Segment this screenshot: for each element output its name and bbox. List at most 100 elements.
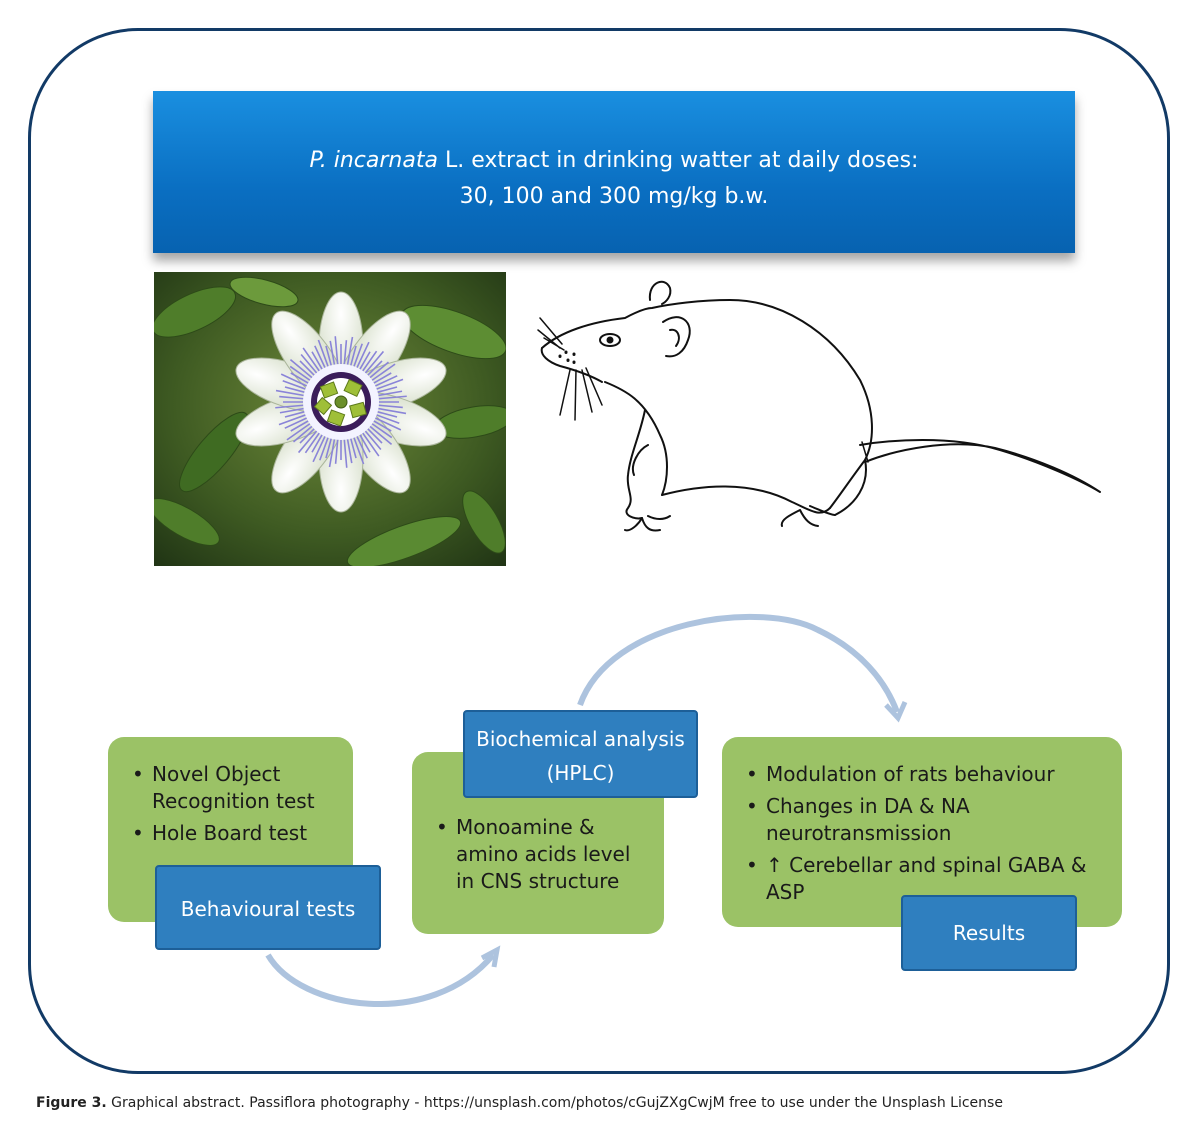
- rat-belly: [661, 485, 831, 514]
- corona-filament: [286, 421, 312, 441]
- list-item: Changes in DA & NA neurotransmission: [744, 793, 1089, 847]
- corona-filament: [279, 395, 306, 400]
- passionflower-photo: [154, 272, 506, 566]
- caption-label: Figure 3.: [36, 1095, 107, 1111]
- corona-filament: [329, 340, 336, 367]
- corona-filament: [374, 413, 400, 424]
- corona-filament: [373, 416, 402, 431]
- corona-filament: [371, 419, 392, 432]
- species-name: P. incarnata: [309, 148, 438, 173]
- corona-filament: [284, 416, 309, 429]
- corona-filament: [300, 353, 319, 375]
- corona-filament: [282, 380, 308, 391]
- corona-filament: [304, 431, 322, 454]
- corona-filament: [299, 426, 317, 444]
- corona-filament: [355, 341, 370, 370]
- rounded-frame: [28, 28, 1170, 1074]
- corona-filament: [365, 360, 383, 378]
- corona-filament: [290, 419, 311, 432]
- corona-filament: [376, 395, 407, 400]
- corona-filament: [275, 404, 306, 409]
- corona-filament: [334, 437, 339, 464]
- corona-filament: [376, 390, 403, 397]
- list-item: Modulation of rats behaviour: [744, 761, 1089, 788]
- results-list: Modulation of rats behaviour Changes in …: [744, 761, 1089, 911]
- corona-filament: [374, 378, 404, 391]
- corona-filament: [360, 431, 380, 457]
- corona-filament: [317, 339, 330, 369]
- corona-filament: [358, 432, 371, 453]
- corona-filament: [279, 407, 306, 414]
- rat-cheek-dots: [558, 350, 576, 364]
- corona-filament: [311, 351, 324, 372]
- corona-filaments: [275, 336, 407, 468]
- rat-front-leg: [625, 409, 646, 520]
- corona-filament: [311, 432, 324, 453]
- corona-filament: [346, 336, 354, 367]
- corona-filament: [360, 350, 378, 373]
- corona-filament: [328, 437, 336, 468]
- corona-filament: [352, 343, 363, 369]
- corona-filament: [319, 435, 330, 461]
- rat-whiskers: [537, 317, 603, 421]
- corona-filament: [312, 434, 327, 463]
- corona-filament: [375, 386, 398, 394]
- stamens: [313, 378, 367, 427]
- banner-line-2: 30, 100 and 300 mg/kg b.w.: [459, 184, 769, 209]
- behavioural-tests-label: Behavioural tests: [155, 865, 381, 950]
- corona-filament: [284, 410, 307, 418]
- corona-filament: [343, 437, 348, 468]
- corona-filament: [290, 372, 311, 385]
- corona-filament: [376, 407, 407, 415]
- corona-filament: [370, 363, 396, 383]
- rat-body-outline: [541, 299, 873, 461]
- corona-filament: [289, 365, 312, 383]
- biochemical-label-line-2: (HPLC): [546, 761, 615, 785]
- corona-filament: [363, 429, 382, 451]
- results-label: Results: [901, 895, 1077, 971]
- rat-inner-arm: [632, 444, 649, 476]
- rat-hind-leg: [829, 459, 867, 516]
- corona-filament: [346, 437, 353, 464]
- figure-caption: Figure 3. Graphical abstract. Passiflora…: [36, 1095, 1003, 1111]
- rat-ear-back: [648, 280, 672, 305]
- corona-filament: [343, 340, 348, 367]
- corona-filament: [297, 429, 319, 454]
- rat-chest-arm: [604, 381, 668, 496]
- corona-filament: [368, 361, 390, 380]
- corona-filament: [325, 436, 333, 459]
- corona-filament: [289, 358, 314, 380]
- corona-filament: [299, 360, 317, 378]
- corona-filament: [355, 434, 368, 459]
- list-item: Hole Board test: [130, 820, 345, 847]
- rat-illustration: [537, 280, 1101, 532]
- corona-filament: [349, 436, 357, 459]
- corona-filament: [302, 347, 322, 373]
- biochemical-label-line-1: Biochemical analysis: [476, 727, 685, 751]
- behavioural-tests-label-text: Behavioural tests: [180, 897, 356, 921]
- corona-filament: [349, 345, 357, 368]
- corona-filament: [314, 345, 327, 370]
- banner-line-1-rest: L. extract in drinking watter at daily d…: [437, 148, 919, 173]
- list-item: Monoamine & amino acids level in CNS str…: [434, 814, 634, 895]
- behavioural-tests-list: Novel Object Recognition test Hole Board…: [130, 761, 345, 852]
- list-item: ↑ Cerebellar and spinal GABA & ASP: [744, 852, 1089, 906]
- caption-text: Graphical abstract. Passiflora photograp…: [106, 1095, 1003, 1111]
- corona-filament: [371, 372, 392, 385]
- corona-filament: [375, 410, 398, 418]
- list-item: Novel Object Recognition test: [130, 761, 345, 815]
- rat-front-paw: [624, 515, 671, 532]
- rat-head-front: [540, 347, 603, 383]
- corona-filament: [373, 375, 398, 388]
- corona-filament: [325, 345, 333, 368]
- corona-filament: [334, 336, 339, 367]
- corona-filament: [278, 413, 308, 426]
- banner-line-1: P. incarnata L. extract in drinking watt…: [153, 143, 1075, 179]
- rat-hind-paw: [780, 505, 836, 527]
- results-label-text: Results: [952, 921, 1026, 945]
- rat-ear-front: [662, 316, 691, 358]
- corona-filament: [358, 351, 371, 372]
- corona-filament: [280, 373, 309, 388]
- biochemical-analysis-label: Biochemical analysis (HPLC): [463, 710, 698, 798]
- corona-filament: [363, 350, 385, 375]
